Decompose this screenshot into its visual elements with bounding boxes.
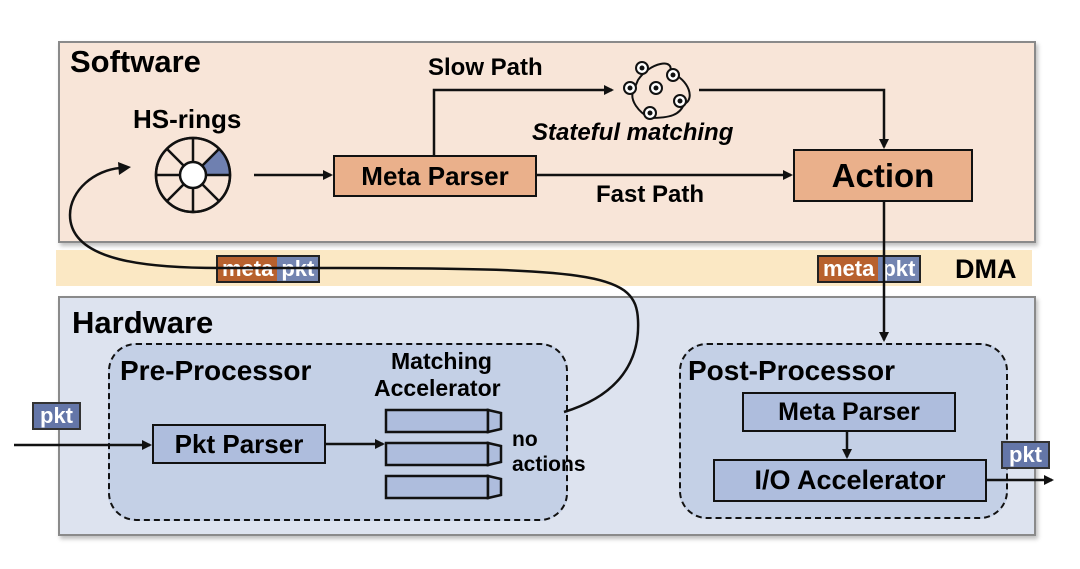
stateful-matching-label: Stateful matching [532,119,734,146]
dma-label: DMA [955,254,1017,284]
meta-pkt-tag-right: meta pkt [817,255,922,283]
hardware-title: Hardware [72,305,214,340]
post-processor-title: Post-Processor [688,355,895,386]
meta-segment: meta [819,257,879,281]
software-title: Software [70,44,201,79]
no-actions-line2: actions [512,453,586,476]
matching-label-line1: Matching [391,348,492,374]
hs-rings-label: HS-rings [133,104,242,134]
meta-parser-box: Meta Parser [333,155,537,197]
meta-segment: meta [218,257,278,281]
pkt-segment: pkt [878,257,920,281]
fast-path-label: Fast Path [596,181,705,208]
action-box: Action [793,149,973,202]
matching-label-line2: Accelerator [374,375,501,401]
no-actions-line1: no [512,428,538,451]
output-pkt-tag: pkt [1001,441,1050,469]
meta-pkt-tag-left: meta pkt [216,255,321,283]
post-meta-parser-box: Meta Parser [742,392,956,432]
pkt-parser-box: Pkt Parser [152,424,326,464]
pre-processor-title: Pre-Processor [120,355,312,386]
pkt-segment: pkt [277,257,319,281]
io-accelerator-box: I/O Accelerator [713,459,987,502]
slow-path-label: Slow Path [428,54,543,81]
input-pkt-tag: pkt [32,402,81,430]
